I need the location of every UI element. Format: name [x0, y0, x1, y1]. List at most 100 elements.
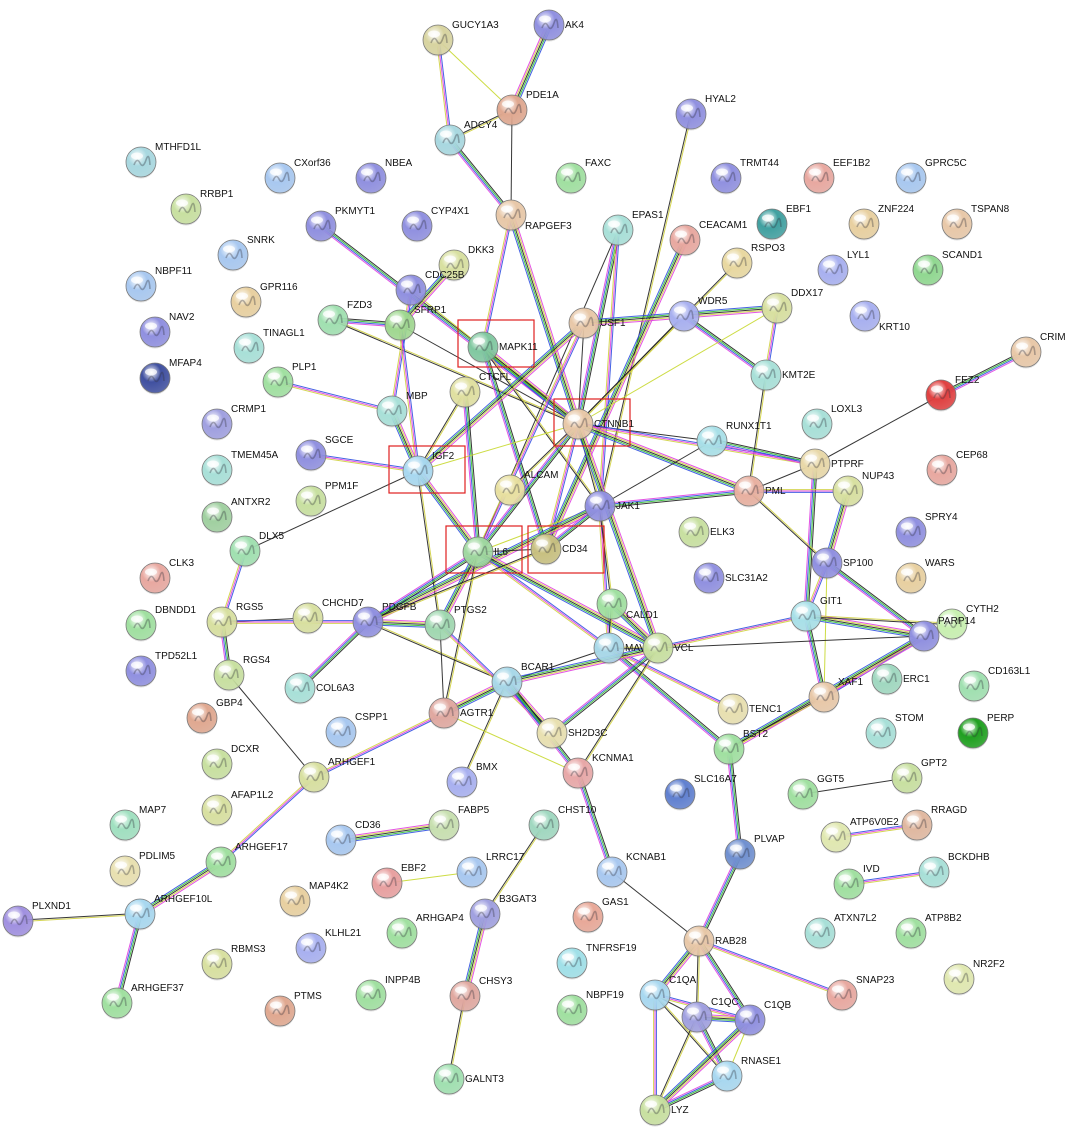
node-sphere[interactable]	[206, 606, 238, 638]
node-sphere[interactable]	[446, 766, 478, 798]
node-sphere[interactable]	[683, 925, 715, 957]
node-lrrc17[interactable]: LRRC17	[456, 852, 525, 889]
node-sphere[interactable]	[713, 733, 745, 765]
node-perp[interactable]: PERP	[957, 713, 1015, 750]
node-cd163l1[interactable]: CD163L1	[958, 666, 1031, 703]
node-ebf1[interactable]: EBF1	[756, 204, 811, 241]
node-snrk[interactable]: SNRK	[217, 235, 275, 272]
node-bcar1[interactable]: BCAR1	[491, 662, 555, 699]
node-tenc1[interactable]: TENC1	[717, 693, 782, 726]
node-sphere[interactable]	[639, 979, 671, 1011]
node-sphere[interactable]	[724, 838, 756, 870]
node-sphere[interactable]	[957, 717, 989, 749]
node-sphere[interactable]	[491, 666, 523, 698]
node-mavs[interactable]: MAVS	[593, 632, 653, 665]
node-sphere[interactable]	[186, 702, 218, 734]
node-sphere[interactable]	[941, 208, 973, 240]
node-ggt5[interactable]: GGT5	[787, 774, 845, 811]
node-sphere[interactable]	[530, 533, 562, 565]
node-sphere[interactable]	[562, 408, 594, 440]
node-sphere[interactable]	[201, 794, 233, 826]
node-agtr1[interactable]: AGTR1	[428, 697, 494, 730]
node-sphere[interactable]	[125, 146, 157, 178]
node-sphere[interactable]	[669, 224, 701, 256]
node-sphere[interactable]	[925, 379, 957, 411]
node-mthfd1l[interactable]: MTHFD1L	[125, 142, 202, 179]
node-sphere[interactable]	[395, 274, 427, 306]
node-cyp4x1[interactable]: CYP4X1	[401, 206, 470, 243]
node-map4k2[interactable]: MAP4K2	[279, 881, 349, 918]
node-elk3[interactable]: ELK3	[678, 516, 735, 549]
node-chchd7[interactable]: CHCHD7	[292, 598, 364, 635]
node-sphere[interactable]	[668, 300, 700, 332]
node-nav2[interactable]: NAV2	[139, 312, 195, 349]
node-lyz[interactable]: LYZ	[639, 1094, 689, 1127]
node-c1qa[interactable]: C1QA	[639, 975, 697, 1012]
node-sphere[interactable]	[912, 254, 944, 286]
node-sphere[interactable]	[295, 932, 327, 964]
node-rgs5[interactable]: RGS5	[206, 602, 264, 639]
node-sphere[interactable]	[593, 632, 625, 664]
node-sphere[interactable]	[908, 620, 940, 652]
node-sphere[interactable]	[811, 547, 843, 579]
node-sphere[interactable]	[295, 439, 327, 471]
node-pdlim5[interactable]: PDLIM5	[109, 851, 176, 888]
node-sfrp1[interactable]: SFRP1	[384, 305, 447, 342]
node-sphere[interactable]	[675, 98, 707, 130]
node-xaf1[interactable]: XAF1	[808, 677, 863, 714]
node-clk3[interactable]: CLK3	[139, 558, 194, 595]
node-sphere[interactable]	[801, 408, 833, 440]
node-sphere[interactable]	[790, 600, 822, 632]
node-sphere[interactable]	[139, 562, 171, 594]
node-sphere[interactable]	[262, 366, 294, 398]
node-arhgef37[interactable]: ARHGEF37	[101, 983, 184, 1020]
node-tnfrsf19[interactable]: TNFRSF19	[556, 943, 637, 980]
node-sphere[interactable]	[376, 395, 408, 427]
node-sphere[interactable]	[568, 307, 600, 339]
node-trmt44[interactable]: TRMT44	[710, 158, 779, 195]
node-c1qc[interactable]: C1QC	[681, 997, 739, 1034]
node-sphere[interactable]	[943, 963, 975, 995]
node-dbndd1[interactable]: DBNDD1	[125, 605, 197, 642]
node-crmp1[interactable]: CRMP1	[201, 404, 266, 441]
node-ptgs2[interactable]: PTGS2	[424, 605, 487, 642]
node-sphere[interactable]	[865, 717, 897, 749]
node-sphere[interactable]	[696, 425, 728, 457]
node-sphere[interactable]	[298, 761, 330, 793]
node-sphere[interactable]	[895, 516, 927, 548]
node-dlx5[interactable]: DLX5	[229, 531, 284, 568]
node-sphere[interactable]	[325, 824, 357, 856]
node-mbp[interactable]: MBP	[376, 391, 428, 428]
node-sphere[interactable]	[721, 247, 753, 279]
node-eef1b2[interactable]: EEF1B2	[803, 158, 871, 195]
node-sphere[interactable]	[170, 193, 202, 225]
node-cdc25b[interactable]: CDC25B	[395, 270, 465, 307]
node-sphere[interactable]	[849, 300, 881, 332]
node-sphere[interactable]	[449, 980, 481, 1012]
node-dcxr[interactable]: DCXR	[201, 744, 259, 781]
node-rragd[interactable]: RRAGD	[901, 805, 967, 842]
node-cep68[interactable]: CEP68	[926, 450, 988, 487]
node-sphere[interactable]	[533, 9, 565, 41]
node-sphere[interactable]	[401, 210, 433, 242]
node-sphere[interactable]	[422, 24, 454, 56]
node-sphere[interactable]	[536, 717, 568, 749]
node-pml[interactable]: PML	[733, 475, 786, 508]
node-sphere[interactable]	[230, 286, 262, 318]
node-cald1[interactable]: CALD1	[596, 588, 659, 621]
node-sphere[interactable]	[433, 1063, 465, 1095]
node-kcnab1[interactable]: KCNAB1	[596, 852, 666, 889]
node-gas1[interactable]: GAS1	[572, 897, 629, 934]
node-plp1[interactable]: PLP1	[262, 362, 317, 399]
node-sphere[interactable]	[139, 362, 171, 394]
node-sphere[interactable]	[848, 208, 880, 240]
node-git1[interactable]: GIT1	[790, 596, 843, 633]
node-faxc[interactable]: FAXC	[555, 158, 611, 195]
node-sphere[interactable]	[434, 124, 466, 156]
node-sphere[interactable]	[386, 917, 418, 949]
node-rrbp1[interactable]: RRBP1	[170, 189, 234, 226]
node-atxn7l2[interactable]: ATXN7L2	[804, 913, 877, 950]
node-bst2[interactable]: BST2	[713, 729, 768, 766]
node-sphere[interactable]	[201, 408, 233, 440]
node-sphere[interactable]	[384, 309, 416, 341]
